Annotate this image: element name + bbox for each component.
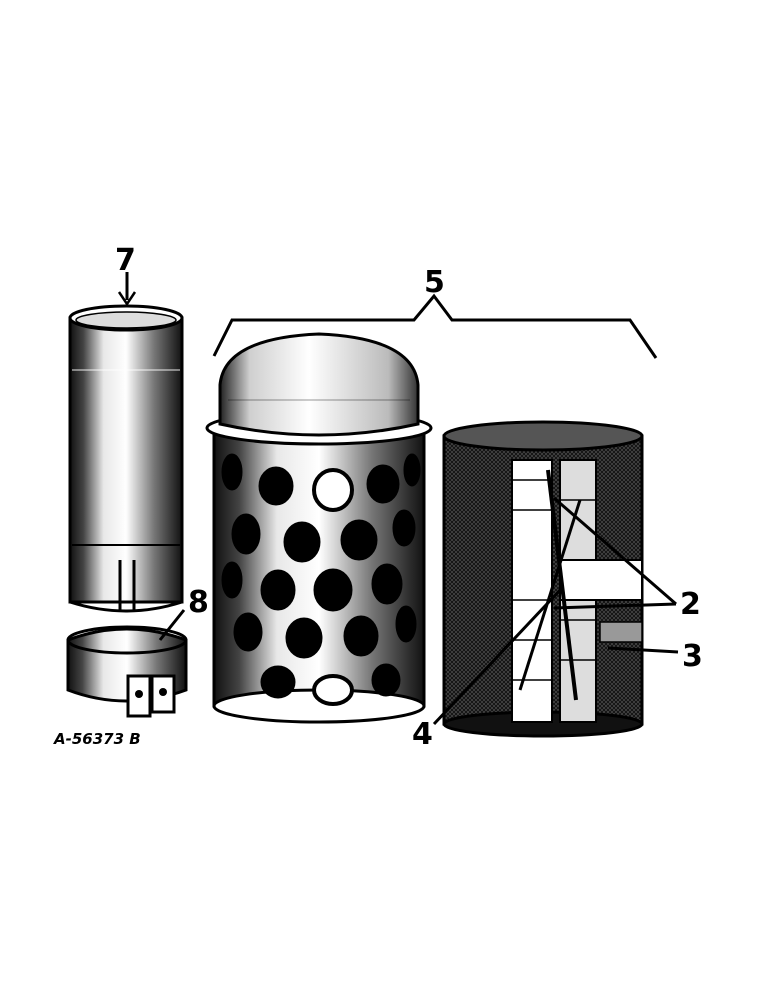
- perforation-holes: [221, 453, 421, 706]
- part-5-bracket: [212, 293, 658, 359]
- outlet-tube: [68, 304, 184, 613]
- hose-clamp: [66, 625, 188, 718]
- filter-element-screen: [442, 420, 644, 738]
- filter-body-perforated: [205, 332, 433, 724]
- callout-7: 7: [115, 243, 136, 278]
- callout-8: 8: [188, 585, 209, 620]
- callout-3: 3: [682, 639, 703, 674]
- callout-2: 2: [680, 587, 701, 622]
- drawing-number: A-56373 B: [53, 730, 141, 748]
- callout-4: 4: [412, 717, 433, 752]
- callout-5: 5: [424, 265, 445, 300]
- leader-lines: [117, 272, 679, 726]
